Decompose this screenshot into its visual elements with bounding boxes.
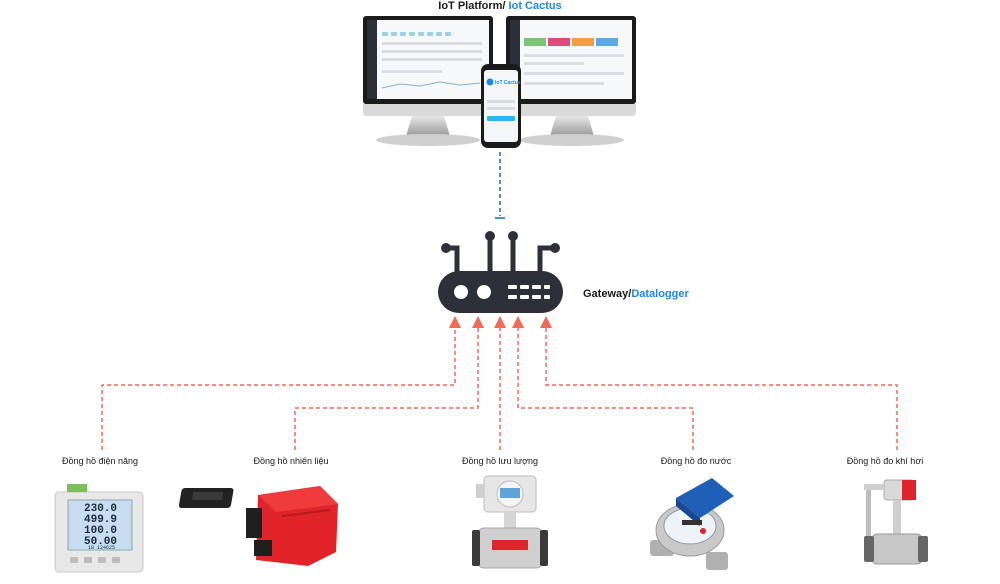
power-reading-4: 50.00 [84,536,117,548]
device-label-water-meter: Đồng hồ đo nước [660,456,732,466]
flow-meter-icon [472,475,548,569]
device-label-steam-meter: Đồng hồ đo khí hơi [846,456,924,466]
link-steam-meter [540,316,898,450]
platform-title-accent: Iot Cactus [508,0,562,12]
power-meter-icon: 230.0 499.9 100.0 50.00 18 124625 [54,484,144,573]
device-label-power-meter: Đồng hồ điện năng [61,456,139,466]
gateway-icon [438,231,563,313]
water-meter-icon [650,478,734,570]
platform-title: IoT Platform/ Iot Cactus [0,0,1000,12]
power-reading-3: 100.0 [84,525,117,537]
phone: IoT Cactus [481,64,521,148]
monitor-right [506,16,636,146]
fuel-meter-icon [178,486,338,566]
power-reading-1: 230.0 [84,503,117,515]
steam-meter-icon [864,479,928,565]
link-fuel-meter [294,316,484,450]
monitor-left [363,16,493,146]
gateway-label-accent: Datalogger [631,288,689,300]
power-reading-2: 499.9 [84,514,117,526]
link-power-meter [101,316,461,450]
gateway-label-main: Gateway/ [583,288,632,300]
device-label-flow-meter: Đồng hồ lưu lượng [462,456,538,466]
phone-brand-text: IoT Cactus [495,80,521,86]
gateway-label: Gateway/Datalogger [583,288,689,300]
device-label-fuel-meter: Đồng hồ nhiên liệu [253,456,329,466]
platform-title-main: IoT Platform/ [438,0,509,12]
link-water-meter [512,316,694,450]
power-reading-footer: 18 124625 [88,545,115,551]
